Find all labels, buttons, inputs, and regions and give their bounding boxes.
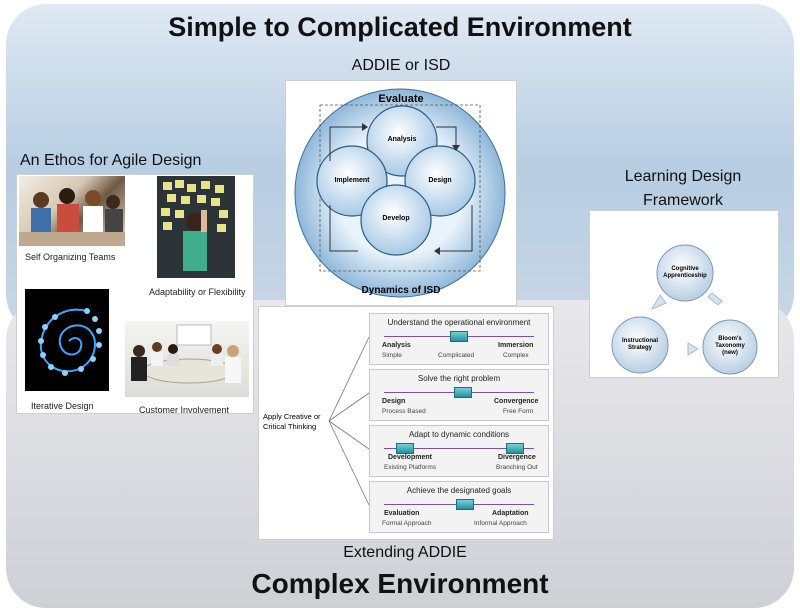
- self-organizing-label: Self Organizing Teams: [25, 252, 116, 262]
- extending-panel: Apply Creative or Critical Thinking Unde…: [258, 306, 554, 540]
- row-left-bold: Development: [388, 454, 432, 461]
- extending-caption: Extending ADDIE: [343, 544, 467, 561]
- iterative-label: Iterative Design: [31, 401, 94, 411]
- row-left-bold: Evaluation: [384, 510, 420, 517]
- row-right-sub: Free Form: [503, 408, 534, 415]
- ldf-panel: Cognitive Apprenticeship Bloom's Taxonom…: [589, 210, 779, 378]
- addie-diagram: [294, 88, 506, 298]
- iterative-photo: [25, 289, 109, 391]
- page-title-top: Simple to Complicated Environment: [168, 12, 632, 42]
- addie-evaluate-label: Evaluate: [378, 93, 424, 105]
- row-slider: [450, 331, 468, 342]
- row-right-sub: Informal Approach: [474, 520, 527, 527]
- ldf-node-cognitive-l2: Apprenticeship: [663, 273, 707, 279]
- agile-panel: Self Organizing Teams Adaptability or Fl…: [16, 174, 254, 415]
- addie-dynamics-label: Dynamics of ISD: [361, 285, 441, 296]
- addie-implement-label: Implement: [334, 177, 370, 184]
- row-mid-sub: Complicated: [438, 352, 475, 359]
- ldf-diagram: [611, 244, 758, 375]
- row-slider-right: [506, 443, 524, 454]
- ldf-node-instructional-l1: Instructional: [621, 338, 658, 344]
- row-title: Achieve the designated goals: [406, 486, 512, 495]
- extending-row: Solve the right problem Design Process B…: [369, 369, 549, 421]
- extending-connectors: [328, 336, 370, 506]
- row-left-sub: Formal Approach: [382, 520, 432, 527]
- ldf-node-blooms-l3: (new): [722, 350, 738, 356]
- row-right-bold: Divergence: [498, 454, 536, 461]
- row-left-sub: Existing Platforms: [384, 464, 437, 471]
- ldf-caption-line2: Framework: [642, 192, 723, 209]
- row-slider: [456, 499, 474, 510]
- row-slider-left: [396, 443, 414, 454]
- row-left-bold: Design: [382, 398, 406, 405]
- adaptability-label: Adaptability or Flexibility: [149, 287, 246, 297]
- addie-caption: ADDIE or ISD: [351, 57, 451, 74]
- row-left-bold: Analysis: [382, 342, 411, 349]
- ldf-node-cognitive-l1: Cognitive: [671, 266, 699, 272]
- extending-row: Understand the operational environment A…: [369, 313, 549, 365]
- customer-label: Customer Involvement: [139, 405, 230, 415]
- agile-caption: An Ethos for Agile Design: [20, 152, 202, 169]
- row-right-bold: Adaptation: [492, 510, 529, 517]
- row-left-sub: Simple: [382, 352, 402, 359]
- teams-photo: [19, 176, 125, 246]
- row-left-sub: Process Based: [382, 408, 426, 415]
- ldf-node-blooms-l1: Bloom's: [718, 336, 742, 342]
- row-right-bold: Convergence: [494, 398, 539, 405]
- row-right-sub: Complex: [503, 352, 529, 359]
- row-right-bold: Immersion: [498, 342, 534, 349]
- page-title-bottom: Complex Environment: [251, 568, 549, 599]
- customer-photo: [125, 321, 249, 397]
- extending-row: Adapt to dynamic conditions Development …: [369, 425, 549, 477]
- ldf-node-blooms-l2: Taxonomy: [715, 343, 745, 349]
- row-scale-line: [384, 448, 534, 449]
- addie-analysis-label: Analysis: [387, 136, 417, 143]
- row-title: Understand the operational environment: [387, 318, 531, 327]
- addie-design-label: Design: [428, 177, 452, 184]
- extending-root-l1: Apply Creative or: [263, 412, 321, 421]
- extending-row: Achieve the designated goals Evaluation …: [369, 481, 549, 533]
- extending-root-l2: Critical Thinking: [263, 422, 317, 431]
- addie-panel: Evaluate Analysis Implement Design Devel…: [285, 80, 517, 306]
- row-slider: [454, 387, 472, 398]
- sticky-notes-photo: [157, 176, 235, 278]
- row-title: Solve the right problem: [417, 374, 501, 383]
- ldf-caption-line1: Learning Design: [624, 168, 742, 185]
- ldf-node-instructional-l2: Strategy: [627, 345, 652, 351]
- row-right-sub: Branching Out: [496, 464, 538, 471]
- row-title: Adapt to dynamic conditions: [408, 430, 510, 439]
- addie-develop-label: Develop: [382, 215, 410, 222]
